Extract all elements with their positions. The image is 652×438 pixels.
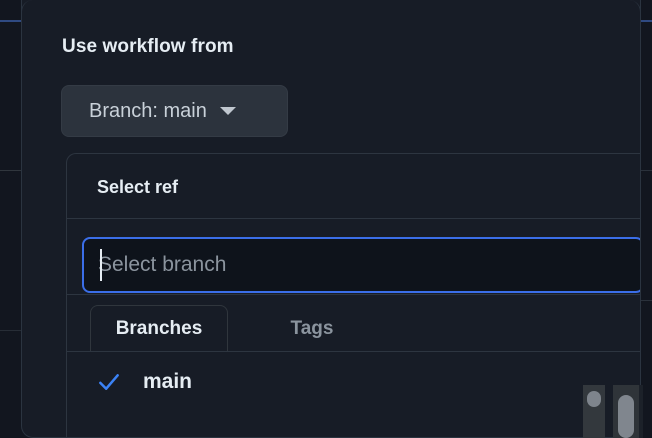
branch-list: main [67,351,640,404]
check-icon [99,374,119,390]
branch-search-input[interactable] [82,237,640,293]
branch-select-button-label: Branch: main [89,99,207,122]
use-workflow-dialog: Use workflow from Branch: main Select re… [21,0,641,438]
panel-scrollbar-thumb[interactable] [587,391,601,407]
dialog-title: Use workflow from [62,36,234,57]
chevron-down-icon [219,107,236,115]
select-ref-title: Select ref [97,177,179,197]
page-divider-left-1 [0,170,21,171]
tablist-underline [67,351,640,352]
page-accent-line-left [0,20,21,22]
list-item[interactable]: main [67,360,640,404]
dialog-top-edge [21,0,641,14]
select-ref-search-row [67,219,640,295]
panel-scrollbar[interactable] [583,385,605,438]
page-scrollbar-thumb[interactable] [618,395,634,438]
select-ref-header: Select ref [67,154,640,219]
page-scrollbar[interactable] [613,385,639,438]
select-ref-panel: Select ref Branches Tags [66,153,640,437]
text-caret [100,249,102,281]
tab-tags-label: Tags [290,317,334,339]
ref-tablist: Branches Tags [67,295,640,352]
page-accent-line-right [641,20,652,22]
page-divider-left-2 [0,330,21,331]
page-divider-right-1 [641,170,652,171]
tab-branches-label: Branches [115,318,203,339]
page-divider-right-2 [641,300,652,301]
branch-select-button[interactable]: Branch: main [61,85,288,137]
tab-branches[interactable]: Branches [90,305,228,352]
tab-tags[interactable]: Tags [252,305,372,352]
page-scrollbar-edge [639,385,643,438]
list-item-label: main [143,370,193,393]
